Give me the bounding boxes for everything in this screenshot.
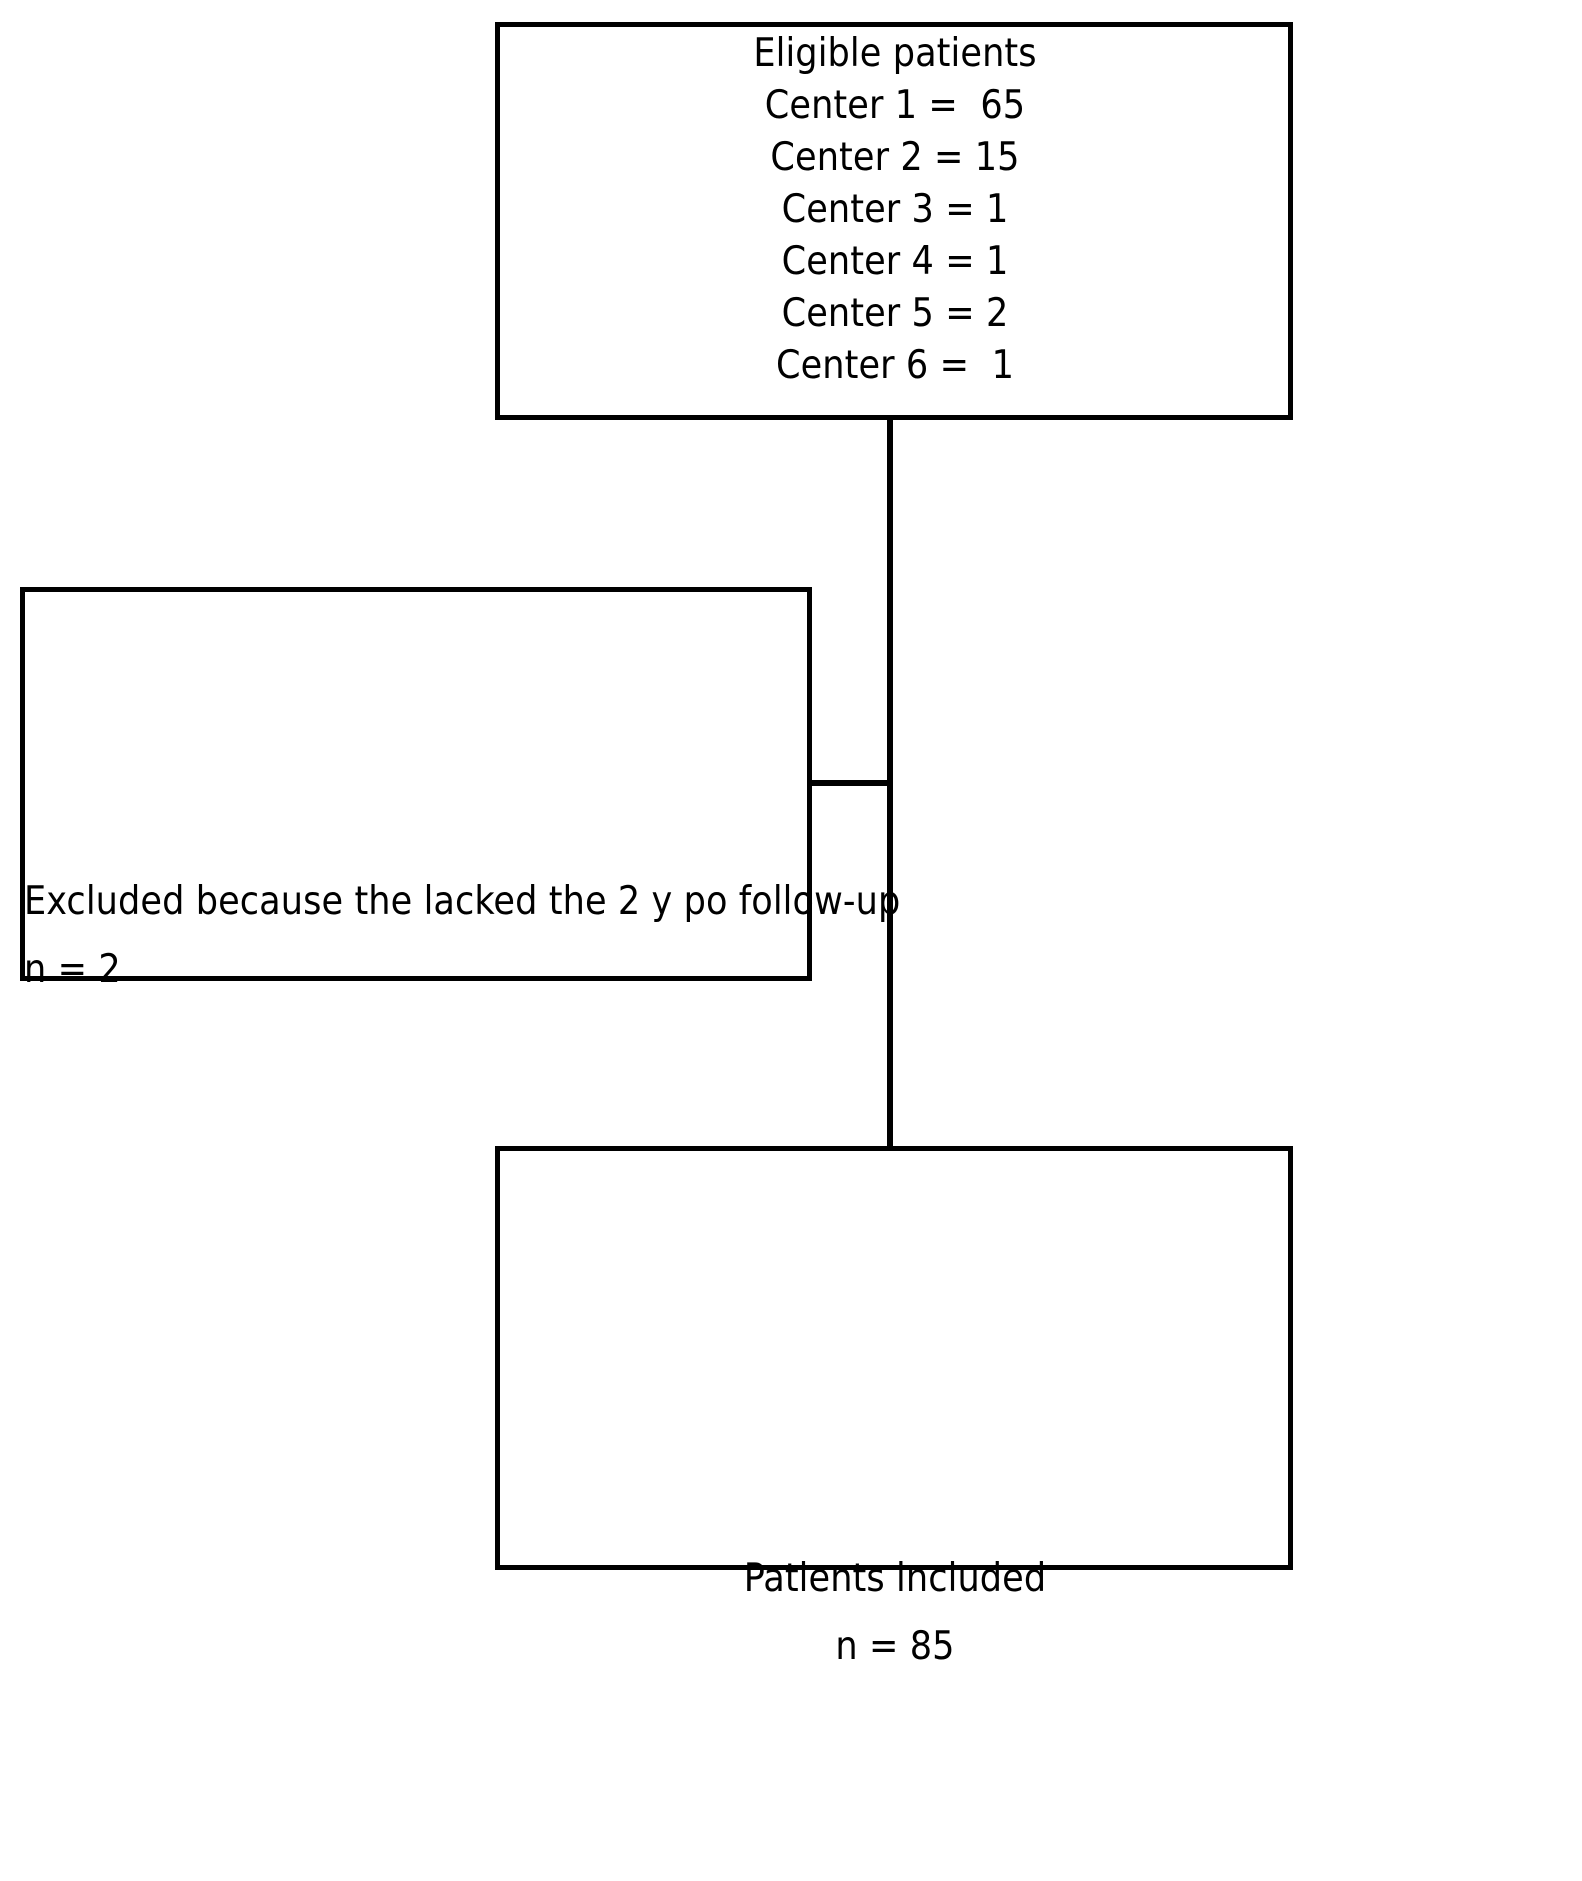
eligible-center-3: Center 3 = 1 xyxy=(781,187,1009,232)
eligible-center-4: Center 4 = 1 xyxy=(781,239,1009,284)
eligible-patients-text: Eligible patients Center 1 = 65 Center 2… xyxy=(690,28,1100,392)
excluded-reason: Excluded because the lacked the 2 y po f… xyxy=(24,879,901,924)
eligible-center-6: Center 6 = 1 xyxy=(775,343,1014,388)
patients-included-box xyxy=(495,1146,1293,1570)
eligible-center-5: Center 5 = 2 xyxy=(781,291,1009,336)
connector-eligible-to-included xyxy=(887,415,893,1149)
eligible-heading: Eligible patients xyxy=(753,31,1037,76)
eligible-patients-box xyxy=(495,22,1293,420)
excluded-patients-text: Excluded because the lacked the 2 y po f… xyxy=(24,868,901,1004)
connector-to-excluded-box xyxy=(808,780,890,786)
included-count: n = 85 xyxy=(835,1624,955,1669)
excluded-patients-box xyxy=(20,587,812,981)
eligible-center-1: Center 1 = 65 xyxy=(764,83,1026,128)
patients-included-text: Patients included n = 85 xyxy=(690,1545,1100,1681)
included-heading: Patients included xyxy=(743,1556,1047,1601)
eligible-center-2: Center 2 = 15 xyxy=(770,135,1020,180)
excluded-count: n = 2 xyxy=(24,947,121,992)
